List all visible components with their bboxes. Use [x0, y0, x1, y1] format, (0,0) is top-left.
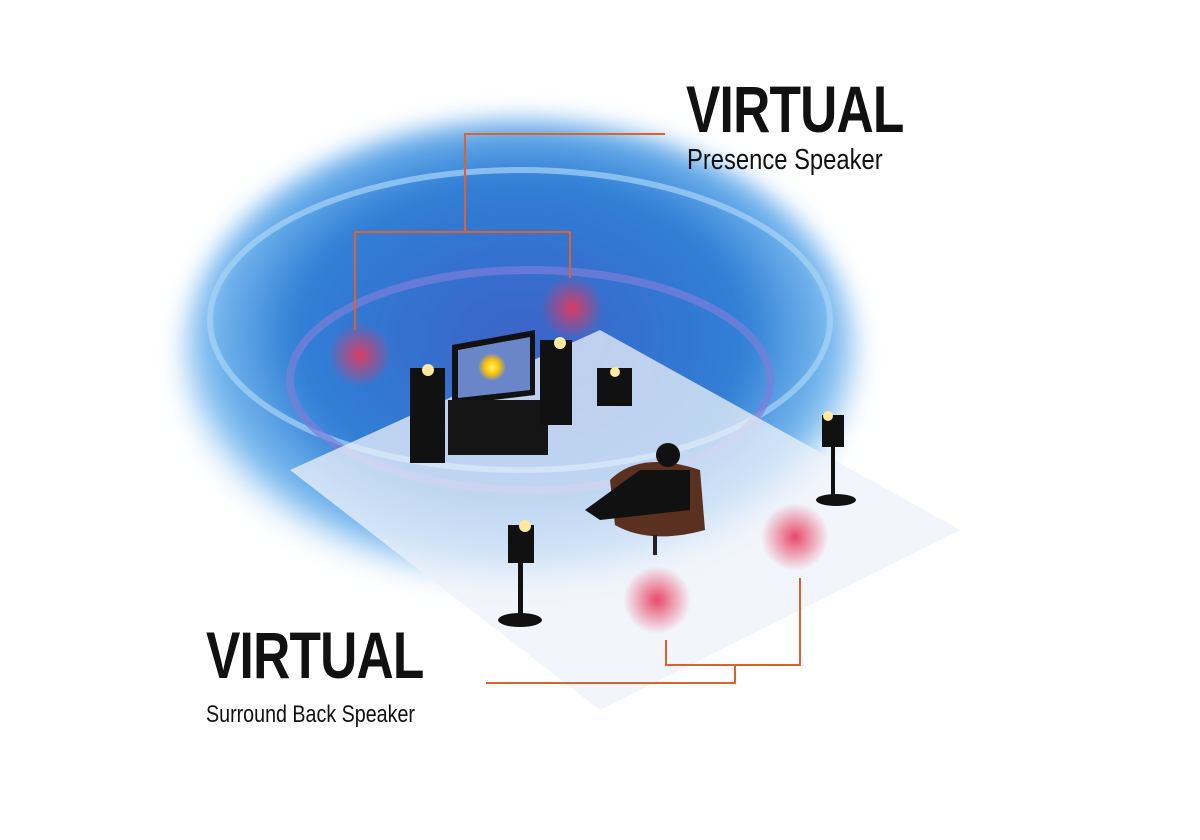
- listener-chair: [585, 443, 705, 555]
- surround-speaker-left: [498, 520, 542, 627]
- virtual-surround-back-left-glow: [623, 566, 691, 634]
- presence-title: VIRTUAL: [686, 72, 904, 146]
- presence-leader-lines: [354, 133, 665, 330]
- presence-subtitle: Presence Speaker: [687, 144, 883, 176]
- virtual-surround-back-right-glow: [761, 503, 829, 571]
- surround-back-leader-lines: [486, 578, 801, 684]
- virtual-presence-right-glow: [540, 276, 604, 340]
- surround-back-title: VIRTUAL: [206, 618, 424, 692]
- surround-back-subtitle: Surround Back Speaker: [206, 701, 415, 728]
- tv: [452, 330, 535, 405]
- virtual-presence-left-glow: [328, 323, 392, 387]
- front-speaker-right: [540, 337, 572, 425]
- surround-speaker-right: [816, 411, 856, 506]
- subwoofer: [597, 367, 632, 406]
- front-speaker-left: [410, 364, 445, 463]
- av-rack: [448, 400, 548, 455]
